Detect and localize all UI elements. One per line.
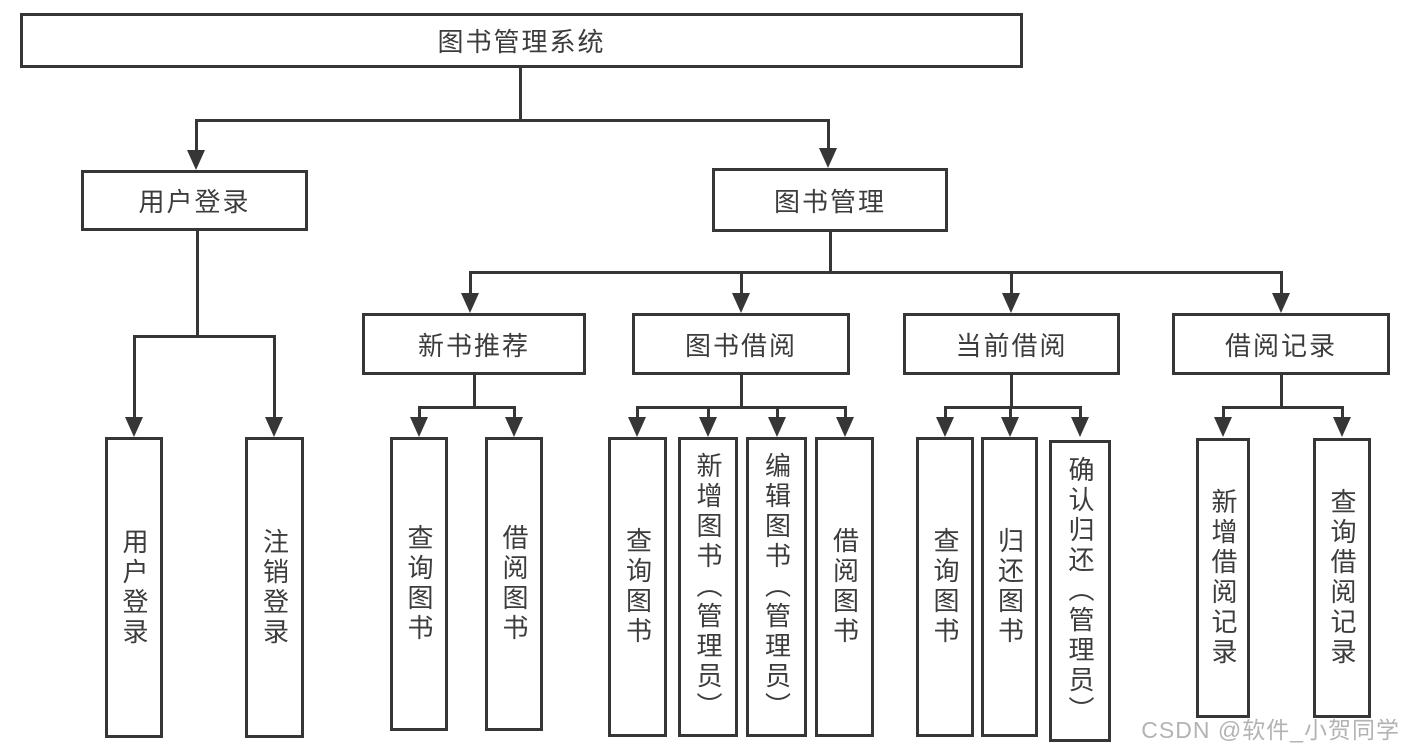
connector-line: [1010, 271, 1013, 295]
leaf-label: 编辑图书（管理员）: [761, 452, 792, 722]
leaf-user-login: 用户登录: [105, 437, 163, 738]
connector-line: [827, 119, 830, 150]
leaf-label: 查询图书: [622, 527, 653, 647]
connector-line: [776, 406, 779, 419]
arrow-down-icon: [461, 293, 479, 313]
leaf-label: 查询借阅记录: [1327, 488, 1357, 668]
leaf-confirm-return-admin: 确认归还（管理员）: [1049, 440, 1111, 742]
connector-line: [513, 406, 516, 419]
arrow-down-icon: [936, 417, 954, 437]
leaf-edit-book-admin: 编辑图书（管理员）: [746, 437, 807, 737]
node-borrowing-records: 借阅记录: [1172, 313, 1390, 375]
leaf-label: 借阅图书: [829, 527, 860, 647]
leaf-logout: 注销登录: [245, 437, 304, 738]
leaf-label: 新增借阅记录: [1208, 488, 1238, 668]
connector-line: [944, 406, 1082, 409]
connector-line: [195, 119, 829, 122]
connector-line: [1280, 375, 1283, 409]
arrow-down-icon: [265, 417, 283, 437]
arrow-down-icon: [1214, 417, 1232, 437]
connector-line: [418, 406, 421, 419]
connector-line: [469, 271, 1283, 274]
connector-line: [707, 406, 710, 419]
connector-line: [133, 335, 136, 419]
leaf-label: 借阅图书: [499, 524, 529, 644]
leaf-borrow-book: 借阅图书: [485, 437, 543, 731]
leaf-label: 查询图书: [404, 524, 434, 644]
connector-line: [636, 406, 639, 419]
connector-line: [844, 406, 847, 419]
arrow-down-icon: [1272, 293, 1290, 313]
arrow-down-icon: [768, 417, 786, 437]
watermark-text: CSDN @软件_小贺同学: [1141, 717, 1400, 743]
connector-line: [740, 375, 743, 409]
connector-line: [1341, 406, 1344, 419]
leaf-label: 归还图书: [994, 527, 1025, 647]
connector-line: [519, 68, 522, 122]
node-book-management: 图书管理: [712, 168, 948, 232]
leaf-return-book: 归还图书: [981, 437, 1038, 737]
arrow-down-icon: [1071, 417, 1089, 437]
leaf-query-book-2: 查询图书: [608, 437, 667, 737]
arrow-down-icon: [125, 417, 143, 437]
leaf-query-book-3: 查询图书: [916, 437, 974, 737]
node-user-login: 用户登录: [81, 170, 308, 231]
connector-line: [944, 406, 947, 419]
leaf-label: 查询图书: [930, 527, 960, 647]
connector-line: [1280, 271, 1283, 295]
leaf-label: 注销登录: [259, 527, 290, 648]
node-library-system: 图书管理系统: [20, 13, 1023, 68]
connector-line: [273, 335, 276, 419]
leaf-query-borrow-record: 查询借阅记录: [1313, 438, 1371, 718]
arrow-down-icon: [819, 148, 837, 168]
arrow-down-icon: [628, 417, 646, 437]
connector-line: [1009, 406, 1012, 419]
connector-line: [829, 232, 832, 274]
connector-line: [196, 231, 199, 338]
arrow-down-icon: [505, 417, 523, 437]
connector-line: [469, 271, 472, 295]
arrow-down-icon: [699, 417, 717, 437]
connector-line: [1079, 406, 1082, 419]
node-book-borrowing: 图书借阅: [632, 313, 850, 375]
connector-line: [418, 406, 516, 409]
arrow-down-icon: [410, 417, 428, 437]
arrow-down-icon: [836, 417, 854, 437]
connector-line: [1010, 375, 1013, 409]
connector-line: [133, 335, 275, 338]
arrow-down-icon: [187, 150, 205, 170]
node-current-borrowing: 当前借阅: [903, 313, 1120, 375]
connector-line: [740, 271, 743, 295]
connector-line: [636, 406, 846, 409]
leaf-borrow-book-2: 借阅图书: [815, 437, 874, 737]
leaf-label: 用户登录: [119, 527, 149, 648]
connector-line: [195, 119, 198, 152]
leaf-label: 新增图书（管理员）: [693, 452, 723, 722]
connector-line: [1222, 406, 1225, 419]
connector-line: [1222, 406, 1344, 409]
connector-line: [473, 375, 476, 409]
leaf-query-book: 查询图书: [390, 437, 448, 731]
leaf-add-borrow-record: 新增借阅记录: [1196, 438, 1250, 718]
arrow-down-icon: [1001, 417, 1019, 437]
arrow-down-icon: [1333, 417, 1351, 437]
arrow-down-icon: [1002, 293, 1020, 313]
leaf-label: 确认归还（管理员）: [1065, 456, 1095, 726]
leaf-add-book-admin: 新增图书（管理员）: [678, 437, 738, 737]
arrow-down-icon: [732, 293, 750, 313]
node-new-book-recommendation: 新书推荐: [362, 313, 586, 375]
